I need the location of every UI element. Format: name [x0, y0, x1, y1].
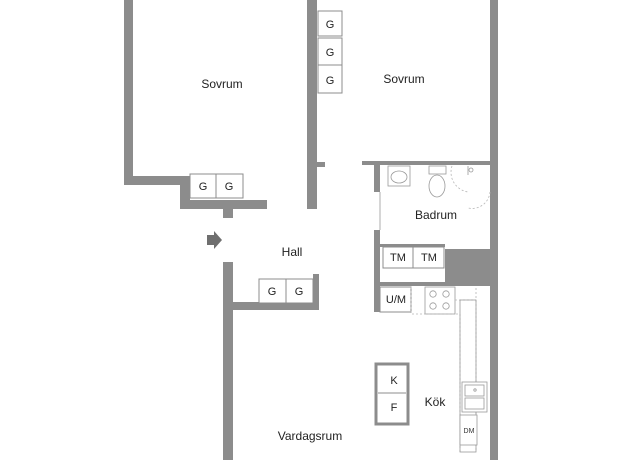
- arrow-right-icon: [207, 231, 222, 249]
- room-label-hall: Hall: [282, 245, 303, 259]
- room-label-bathroom: Badrum: [415, 208, 457, 222]
- room-label-kitchen: Kök: [425, 395, 447, 409]
- wall-entrance-lower: [223, 262, 233, 460]
- wall-hall-south-end: [313, 274, 319, 310]
- wardrobe-label: G: [326, 47, 335, 59]
- room-label-living-room: Vardagsrum: [278, 429, 342, 443]
- wall-bedroom-divider-stub: [317, 162, 325, 167]
- wall-left-bedroom-step: [180, 176, 190, 209]
- wardrobe-label: G: [225, 181, 234, 193]
- shaft: [445, 249, 498, 284]
- sink: [461, 381, 488, 413]
- wall-kitchen-north: [374, 282, 498, 286]
- wall-entrance-upper: [223, 209, 233, 218]
- wall-bathroom-west: [374, 165, 380, 192]
- laundry-units: TM TM: [382, 246, 445, 269]
- wall-bathroom-south: [380, 244, 445, 247]
- room-label-left-bedroom: Sovrum: [201, 77, 242, 91]
- stove-burner-icon: [429, 290, 437, 298]
- wall-left-bedroom-south-low: [180, 200, 267, 209]
- stove-burner-icon: [442, 290, 450, 298]
- wall-bathroom-north: [362, 161, 498, 165]
- stove: [424, 286, 456, 315]
- shower-door-icon: [467, 191, 491, 209]
- wall-left-bedroom-west: [124, 0, 133, 185]
- wardrobe-label: G: [199, 181, 208, 193]
- wardrobe-pair-hall: G G: [258, 278, 314, 304]
- dishwasher: DM: [459, 414, 478, 446]
- fridge-freezer: K F: [374, 362, 410, 426]
- sink-tap-icon: [473, 388, 477, 392]
- wardrobe-pair-left-bedroom: G G: [189, 173, 244, 199]
- stove-burner-icon: [442, 302, 450, 310]
- washer-label: TM: [390, 252, 406, 264]
- utility-label: U/M: [386, 294, 406, 306]
- shower-door-icon: [450, 165, 469, 193]
- room-label-right-bedroom: Sovrum: [383, 72, 424, 86]
- wall-laundry-west: [374, 230, 380, 312]
- wardrobe-label: G: [295, 286, 304, 298]
- wall-bedroom-divider: [307, 0, 317, 209]
- walls: [124, 0, 498, 460]
- bathroom-fixtures: [379, 165, 491, 230]
- toilet-icon: [428, 165, 447, 175]
- wardrobe-stack-right-bedroom: G G G: [317, 10, 343, 94]
- freezer-label: F: [391, 402, 398, 414]
- wardrobe-label: G: [326, 75, 335, 87]
- dishwasher-label: DM: [464, 428, 475, 435]
- fridge-label: K: [390, 375, 398, 387]
- drain-icon: [468, 167, 474, 173]
- stove-burner-icon: [429, 302, 437, 310]
- wall-left-bedroom-south: [124, 176, 190, 185]
- kitchen-counter-edge: [459, 299, 477, 453]
- wardrobe-label: G: [268, 286, 277, 298]
- wardrobe-label: G: [326, 19, 335, 31]
- wall-east: [490, 0, 498, 460]
- utility-cabinet: U/M: [379, 286, 412, 313]
- wall-hall-south: [223, 302, 318, 310]
- dryer-label: TM: [421, 252, 437, 264]
